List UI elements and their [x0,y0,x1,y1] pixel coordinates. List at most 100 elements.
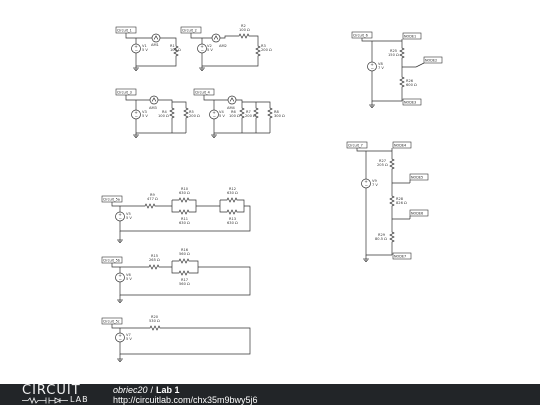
resistor-r12[interactable] [224,197,240,203]
v1-value: 5 V [142,48,148,52]
resistor-r29[interactable] [389,229,395,245]
resistor-r3[interactable] [255,43,261,59]
logo-lab-text: LAB [70,395,89,404]
logo-waveform-icon [22,397,68,404]
ammeter-am1[interactable] [151,33,161,43]
r25-name: R25 [390,49,397,53]
r29-name: R29 [378,233,386,237]
resistor-r2[interactable] [236,33,252,39]
resistor-r4[interactable] [169,105,175,121]
r20-value: 530 Ω [149,319,160,323]
r10-name: R10 [181,187,189,191]
ground-icon [116,358,124,362]
resistor-r10[interactable] [176,197,192,203]
resistor-r26[interactable] [399,74,405,90]
r4-name: R4 [162,110,167,114]
resistor-r28[interactable] [389,193,395,209]
username-link[interactable]: obriec20 [113,385,148,395]
node2-tag [423,56,443,64]
r26-name: R26 [406,79,414,83]
v2-value: 5 V [207,48,213,52]
node4-tag [392,141,412,149]
r26-value: 600 Ω [406,83,417,87]
node3-label: NODE3 [404,101,416,105]
resistor-r9[interactable] [142,203,158,209]
voltage-source-v4[interactable] [209,109,219,120]
r1-name: R1 [170,44,175,48]
schematic-canvas[interactable]: +− Circuit_1 V1 5 V AM1 R1 100 Ω Circuit… [0,0,540,384]
circuit-7-tag-label: Circuit_7 [348,144,363,148]
circuitlab-logo[interactable]: CIRCUIT LAB [22,384,102,405]
resistor-r8[interactable] [267,105,273,121]
resistor-r27[interactable] [389,156,395,172]
ground-icon [368,104,376,108]
ammeter-am3[interactable] [149,95,159,105]
v5-value: 5 V [126,216,132,220]
project-url[interactable]: http://circuitlab.com/chx35m9bwy5j6 [113,395,258,405]
r17-value: 560 Ω [179,282,190,286]
r9-value: 477 Ω [147,197,158,201]
v2-name: V2 [207,44,212,48]
v6-value: 5 V [126,277,132,281]
r17-name: R17 [181,278,188,282]
voltage-source-v2[interactable] [197,43,207,54]
voltage-source-v7[interactable] [115,332,125,343]
footer-bar: CIRCUIT LAB obriec20/Lab 1 http://circui… [0,384,540,405]
resistor-r5[interactable] [183,105,189,121]
r15-value: 265 Ω [149,258,160,262]
r13-name: R13 [229,217,236,221]
r6-name: R6 [231,110,236,114]
resistor-r20[interactable] [147,325,163,331]
resistor-r15[interactable] [146,264,162,270]
node7-tag [392,252,412,260]
r5-name: R5 [189,110,194,114]
circuit-2-tag-label: Circuit_2 [182,29,197,33]
r4-value: 100 Ω [158,114,169,118]
v5-name: V5 [126,212,131,216]
circuit-5c-tag-label: Circuit_5c [103,320,120,324]
resistor-r11[interactable] [176,209,192,215]
resistor-r25[interactable] [399,45,405,61]
r11-name: R11 [181,217,188,221]
ground-icon [362,258,370,262]
node5-label: NODE5 [411,176,423,180]
voltage-source-v6[interactable] [115,272,125,283]
node3-tag [402,98,422,106]
circuit-5b: Circuit_5b V6 5 V R15 265 Ω R16 560 Ω R1… [101,248,251,303]
r3-name: R3 [261,44,266,48]
r8-value: 300 Ω [274,114,285,118]
r28-value: 826 Ω [396,201,407,205]
circuit-4-tag-label: Circuit_4 [195,91,210,95]
r15-name: R15 [151,254,158,258]
ammeter-am4[interactable] [227,95,237,105]
ammeter-am2[interactable] [211,33,221,43]
resistor-r17[interactable] [176,270,192,276]
ground-icon [116,239,124,243]
voltage-source-v5[interactable] [115,211,125,222]
voltage-source-v1[interactable] [131,43,141,54]
circuit-5b-tag-label: Circuit_5b [103,259,120,263]
r10-value: 630 Ω [179,191,190,195]
resistor-r6[interactable] [239,105,245,121]
resistor-r13[interactable] [224,209,240,215]
v9-value: 7 V [372,183,378,187]
v6-name: V6 [126,273,131,277]
v9-name: V9 [372,179,377,183]
am2-name: AM2 [219,44,227,48]
logo-circuit-text: CIRCUIT [22,383,81,398]
resistor-r16[interactable] [176,258,192,264]
r9-name: R9 [150,193,155,197]
circuit-3-tag-label: Circuit_3 [117,91,132,95]
v4-value: 5 V [219,114,225,118]
r13-value: 630 Ω [227,221,238,225]
r16-value: 560 Ω [179,252,190,256]
voltage-source-v8[interactable] [367,61,377,72]
voltage-source-v9[interactable] [361,178,371,189]
voltage-source-v3[interactable] [131,109,141,120]
r12-name: R12 [229,187,236,191]
node1-tag [402,32,422,40]
am3-name: AM3 [149,106,157,110]
circuit-2: Circuit_2 V2 5 V AM2 R2 100 Ω R3 200 Ω [180,24,272,71]
r2-name: R2 [241,24,246,28]
ground-icon [210,134,218,138]
